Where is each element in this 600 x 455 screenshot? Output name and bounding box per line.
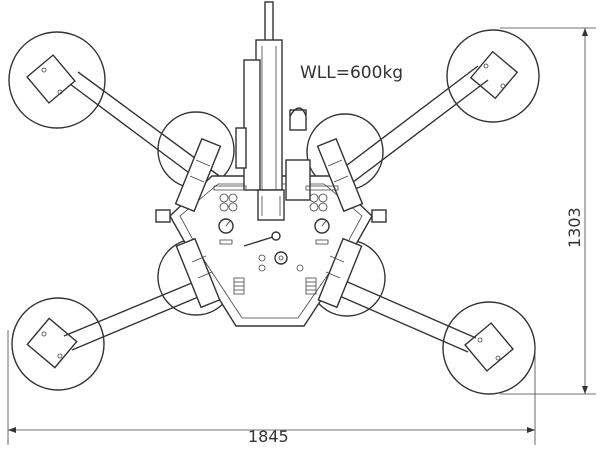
gauge-left-icon xyxy=(218,218,234,234)
lifting-mast xyxy=(235,1,311,221)
cylinder-left-upper xyxy=(174,137,222,213)
height-dimension-label: 1303 xyxy=(565,207,584,248)
gauge-center-icon xyxy=(274,251,288,265)
control-panel xyxy=(213,185,339,295)
valve-cluster-left xyxy=(213,185,247,212)
hatched-block-right xyxy=(305,277,317,295)
gauge-right-icon xyxy=(314,218,330,234)
width-dimension-label: 1845 xyxy=(248,427,289,446)
hatched-block-left xyxy=(233,277,245,295)
width-dimension: 1845 xyxy=(7,330,536,446)
control-lever xyxy=(243,231,281,247)
arm-top-right xyxy=(329,65,489,193)
cylinder-right-upper xyxy=(316,137,364,213)
cylinder-right-lower xyxy=(317,237,363,309)
valve-cluster-right xyxy=(305,185,339,212)
height-dimension: 1303 xyxy=(500,27,596,395)
suction-pad-top-right xyxy=(446,29,540,123)
suction-pad-bottom-right xyxy=(442,301,536,395)
cylinder-left-lower xyxy=(175,237,221,309)
suction-pad-top-left xyxy=(8,31,106,129)
suction-pad-bottom-left xyxy=(11,297,105,391)
wll-label: WLL=600kg xyxy=(300,63,403,83)
